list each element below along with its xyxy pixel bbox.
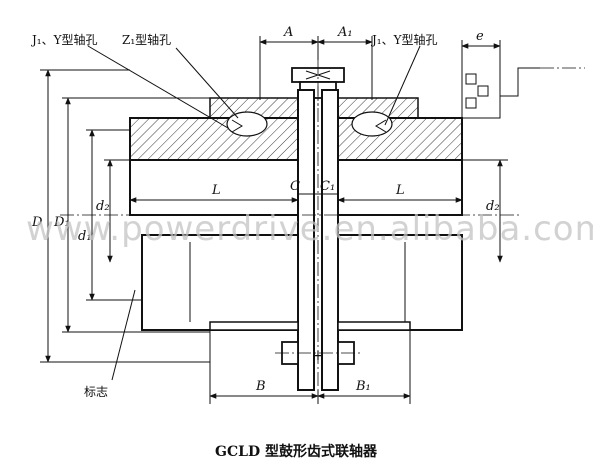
callout-j1y-right: J₁、Y型轴孔 — [370, 32, 438, 47]
dim-B: B — [255, 379, 266, 394]
dim-A: A — [283, 25, 293, 40]
dim-D1: D₁ — [53, 215, 70, 230]
watermark: www.powerdrive.en.alibaba.com — [26, 209, 593, 249]
dim-d1: d₁ — [78, 229, 92, 244]
svg-text:+: + — [312, 348, 324, 364]
left-hub — [129, 159, 299, 331]
callout-j1y-left: J₁、Y型轴孔 — [30, 32, 98, 47]
dim-C1: C₁ — [320, 179, 335, 194]
leader-lines — [87, 45, 421, 381]
caption: GCLD 型鼓形齿式联轴器 — [215, 443, 378, 460]
dim-L-left: L — [211, 183, 221, 198]
dim-d2: d₂ — [96, 199, 110, 214]
dim-C: C — [290, 179, 300, 194]
dim-L-right: L — [395, 183, 405, 198]
right-partial-view — [461, 65, 585, 119]
dim-B1: B₁ — [355, 379, 371, 394]
dim-e: e — [476, 29, 484, 44]
dim-A1: A₁ — [337, 25, 353, 40]
bottom-bolt: + — [275, 341, 362, 365]
dim-D: D — [31, 215, 43, 230]
callout-mark: 标志 — [84, 385, 108, 399]
dim-d2-right: d₂ — [486, 199, 500, 214]
callout-z1: Z₁型轴孔 — [122, 32, 171, 47]
dimension-lines — [40, 36, 508, 404]
upper-sleeve-section — [129, 97, 463, 161]
right-hub — [337, 159, 463, 331]
